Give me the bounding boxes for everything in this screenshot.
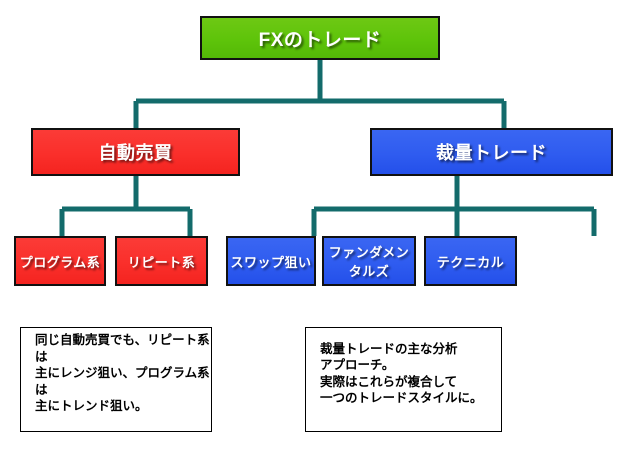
note-discretionary-trading: 裁量トレードの主な分析 アプローチ。 実際はこれらが複合して 一つのトレードスタ… — [305, 327, 502, 432]
note-automatic-trading: 同じ自動売買でも、リピート系は 主にレンジ狙い、プログラム系は 主にトレンド狙い… — [20, 327, 212, 432]
node-swap-strategy[interactable]: スワップ狙い — [226, 236, 316, 286]
node-technical[interactable]: テクニカル — [424, 236, 517, 286]
node-fundamentals[interactable]: ファンダメンタルズ — [322, 236, 416, 286]
note-discretionary-trading-text: 裁量トレードの主な分析 アプローチ。 実際はこれらが複合して 一つのトレードスタ… — [320, 341, 483, 406]
node-automatic-trading[interactable]: 自動売買 — [31, 128, 240, 176]
node-discretionary-trading[interactable]: 裁量トレード — [370, 128, 613, 176]
node-repeat-type[interactable]: リピート系 — [115, 236, 208, 286]
note-automatic-trading-text: 同じ自動売買でも、リピート系は 主にレンジ狙い、プログラム系は 主にトレンド狙い… — [35, 333, 210, 414]
node-program-type[interactable]: プログラム系 — [14, 236, 106, 286]
node-root-fx-trade[interactable]: FXのトレード — [200, 16, 440, 60]
